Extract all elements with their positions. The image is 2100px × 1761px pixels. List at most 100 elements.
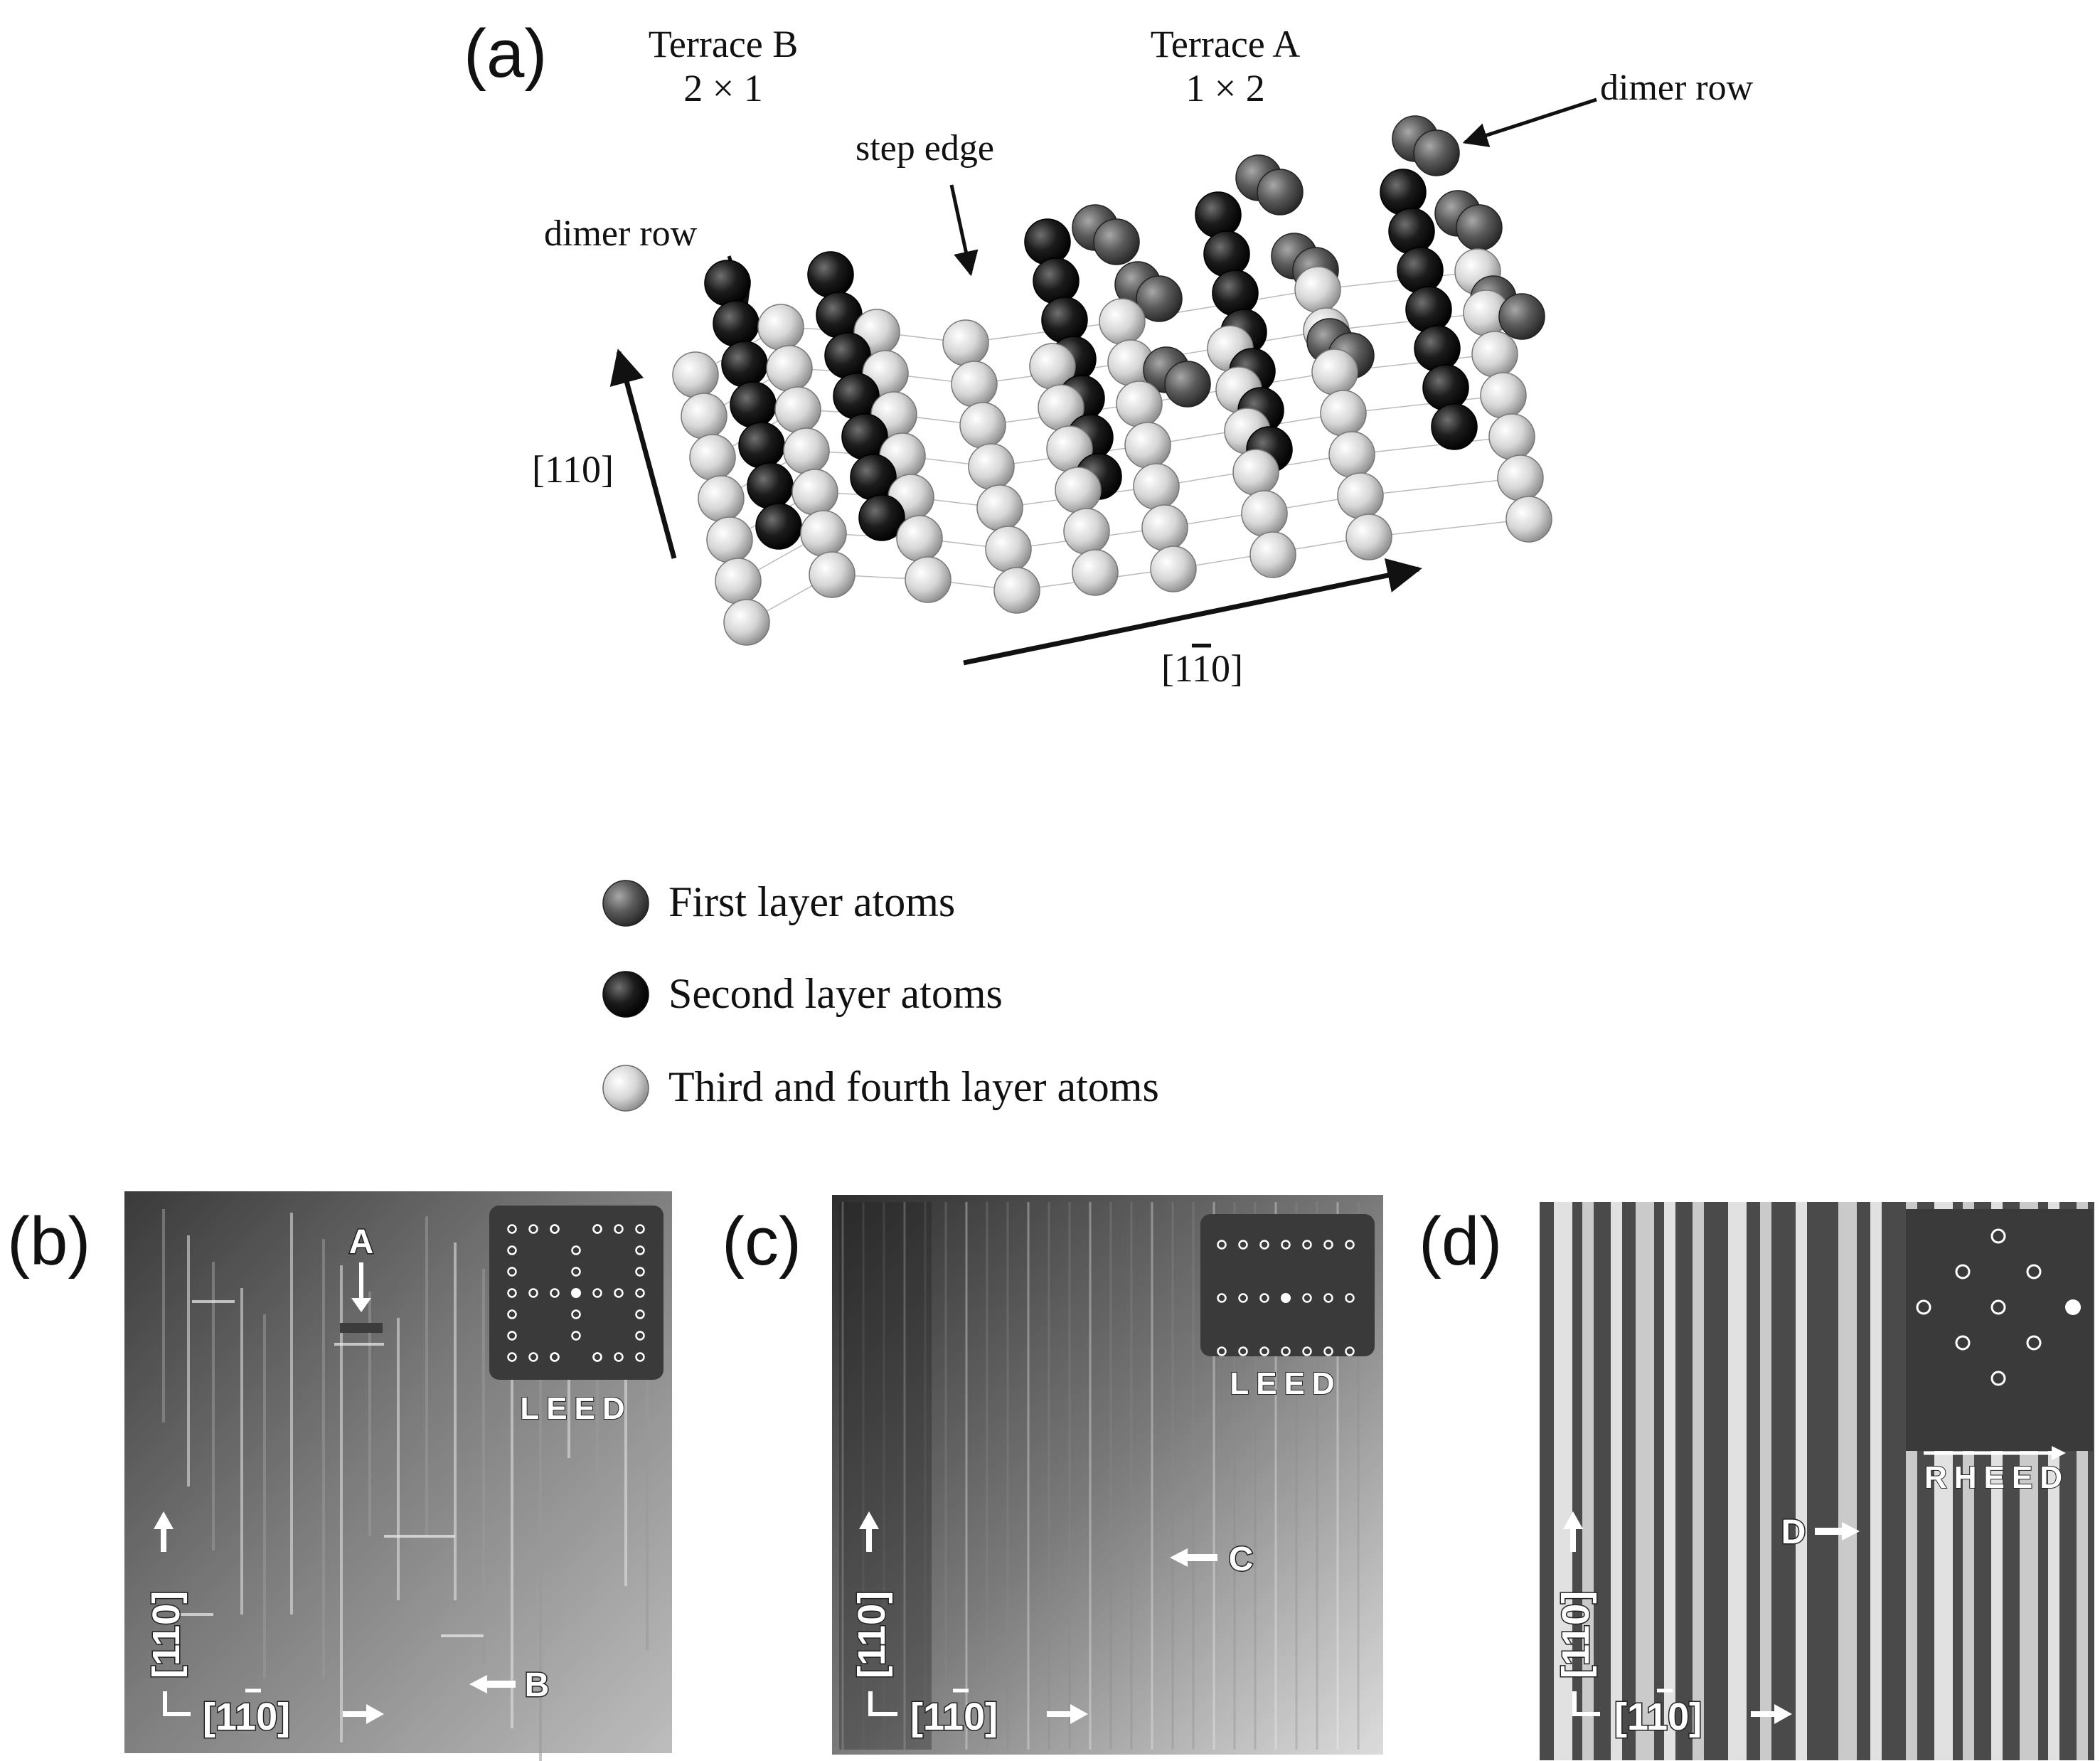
leed-spot xyxy=(1323,1293,1333,1303)
leed-spot xyxy=(592,1224,602,1234)
panel-d-axis-horizontal-label: [110] xyxy=(1614,1696,1702,1738)
leed-spot xyxy=(635,1267,645,1277)
leed-spot xyxy=(550,1288,560,1298)
atomic-surface-model xyxy=(672,115,1552,646)
bright-stripe xyxy=(1582,1202,1594,1760)
leed-spot xyxy=(1259,1293,1269,1303)
third-fourth-layer-atom xyxy=(1345,514,1392,560)
dimer-row-label-left: dimer row xyxy=(544,213,698,254)
leed-spot xyxy=(528,1352,538,1362)
rheed-spot xyxy=(1955,1264,1971,1279)
leed-spot xyxy=(635,1331,645,1341)
leed-spot xyxy=(1217,1346,1227,1356)
axis-1-10-label: [110] xyxy=(1161,647,1243,690)
third-fourth-layer-atom xyxy=(1311,349,1358,395)
third-fourth-layer-atom xyxy=(1133,463,1180,510)
leed-spot xyxy=(1238,1293,1248,1303)
third-fourth-layer-atom xyxy=(809,551,856,598)
bright-stripe xyxy=(1664,1202,1675,1760)
leed-spot xyxy=(1302,1346,1312,1356)
leed-spot xyxy=(571,1331,581,1341)
axis-1-10-arrow xyxy=(963,558,1422,666)
panel-a: (a) Terrace B 2 × 1 Terrace A 1 × 2 dime… xyxy=(464,16,1754,1112)
third-fourth-layer-atom xyxy=(1099,298,1146,345)
leed-spot xyxy=(635,1224,645,1234)
terrace-a-reconstruction: 1 × 2 xyxy=(1185,67,1264,110)
first-layer-atom xyxy=(1456,204,1503,251)
lattice-bond xyxy=(1351,436,1513,455)
leed-spot xyxy=(1323,1346,1333,1356)
first-layer-atom xyxy=(1413,129,1460,176)
second-layer-atom xyxy=(1414,325,1461,372)
panel-d-marker-d: D xyxy=(1781,1513,1806,1551)
third-fourth-layer-atom xyxy=(698,475,745,522)
leed-spot xyxy=(1217,1240,1227,1250)
first-layer-atom xyxy=(1498,293,1545,340)
leed-spot xyxy=(571,1267,581,1277)
leed-spot xyxy=(507,1267,517,1277)
rheed-spot xyxy=(2026,1335,2042,1351)
third-fourth-layer-atom xyxy=(706,516,753,563)
third-fourth-layer-atom xyxy=(1055,467,1102,514)
panel-d-rheed-direction-arrowhead xyxy=(2052,1446,2066,1460)
panel-b-inset-title: LEED xyxy=(520,1391,631,1426)
leed-spot xyxy=(635,1245,645,1255)
axis-110-arrow xyxy=(609,349,677,559)
leed-spot xyxy=(507,1224,517,1234)
third-fourth-layer-atom xyxy=(1294,266,1341,313)
third-fourth-layer-atom xyxy=(1488,413,1535,460)
third-fourth-layer-atom xyxy=(783,427,830,474)
rheed-specular-spot xyxy=(2065,1299,2081,1315)
leed-spot xyxy=(550,1224,560,1234)
third-fourth-layer-atom xyxy=(792,469,838,516)
third-fourth-layer-atom xyxy=(976,484,1023,531)
third-fourth-layer-atom xyxy=(951,361,998,408)
third-fourth-layer-atom xyxy=(985,526,1032,573)
panel-c-axis-horizontal-label: [110] xyxy=(910,1696,998,1738)
third-fourth-layer-atom xyxy=(905,556,952,603)
leed-specular-spot xyxy=(571,1288,581,1298)
third-fourth-layer-atom xyxy=(959,402,1006,449)
bright-stripe xyxy=(1554,1202,1572,1760)
rheed-spot xyxy=(1916,1299,1931,1315)
leed-spot xyxy=(1238,1240,1248,1250)
rheed-spot xyxy=(1955,1335,1971,1351)
first-layer-atom xyxy=(1164,361,1211,408)
legend-marker-first-layer xyxy=(602,880,649,927)
third-fourth-layer-atom xyxy=(1241,490,1288,537)
panel-b-leed-pattern xyxy=(507,1224,645,1362)
third-fourth-layer-atom xyxy=(672,351,719,398)
leed-spot xyxy=(635,1309,645,1319)
surface-feature xyxy=(340,1323,383,1333)
third-fourth-layer-atom xyxy=(1063,508,1110,555)
panel-c-marker-c-arrow xyxy=(1170,1548,1217,1567)
bright-stripe xyxy=(1693,1202,1704,1760)
second-layer-atom xyxy=(1405,286,1452,333)
panel-d-marker-d-arrow xyxy=(1815,1522,1860,1541)
terrace-b-title: Terrace B xyxy=(649,23,799,65)
third-fourth-layer-atom xyxy=(689,434,736,481)
third-fourth-layer-atom xyxy=(1320,390,1367,437)
leed-spot xyxy=(507,1288,517,1298)
dimer-row-arrow-right xyxy=(1462,97,1597,147)
panel-d: (d) RHEED D [110] [110] xyxy=(1419,1202,2094,1760)
leed-spot xyxy=(528,1288,538,1298)
leed-spot xyxy=(1217,1293,1227,1303)
third-fourth-layer-atom xyxy=(757,304,804,351)
lattice-bond xyxy=(1368,518,1530,538)
leed-spot xyxy=(1259,1240,1269,1250)
leed-spot xyxy=(1345,1240,1355,1250)
leed-spot xyxy=(1281,1240,1291,1250)
panel-d-axis-vertical-label: [110] xyxy=(1555,1591,1597,1678)
first-layer-atom xyxy=(1136,275,1183,322)
panel-c: (c) LEED C [110] [110] xyxy=(722,1195,1383,1755)
second-layer-atom xyxy=(1422,364,1469,411)
leed-spot xyxy=(1259,1346,1269,1356)
dark-domain xyxy=(839,1202,932,1750)
bright-stripe xyxy=(1838,1202,1857,1760)
bright-stripe xyxy=(1636,1202,1654,1760)
leed-spot xyxy=(1281,1346,1291,1356)
rheed-spot xyxy=(1990,1299,2006,1315)
leed-spot xyxy=(1302,1293,1312,1303)
legend-marker-second-layer xyxy=(602,971,649,1018)
